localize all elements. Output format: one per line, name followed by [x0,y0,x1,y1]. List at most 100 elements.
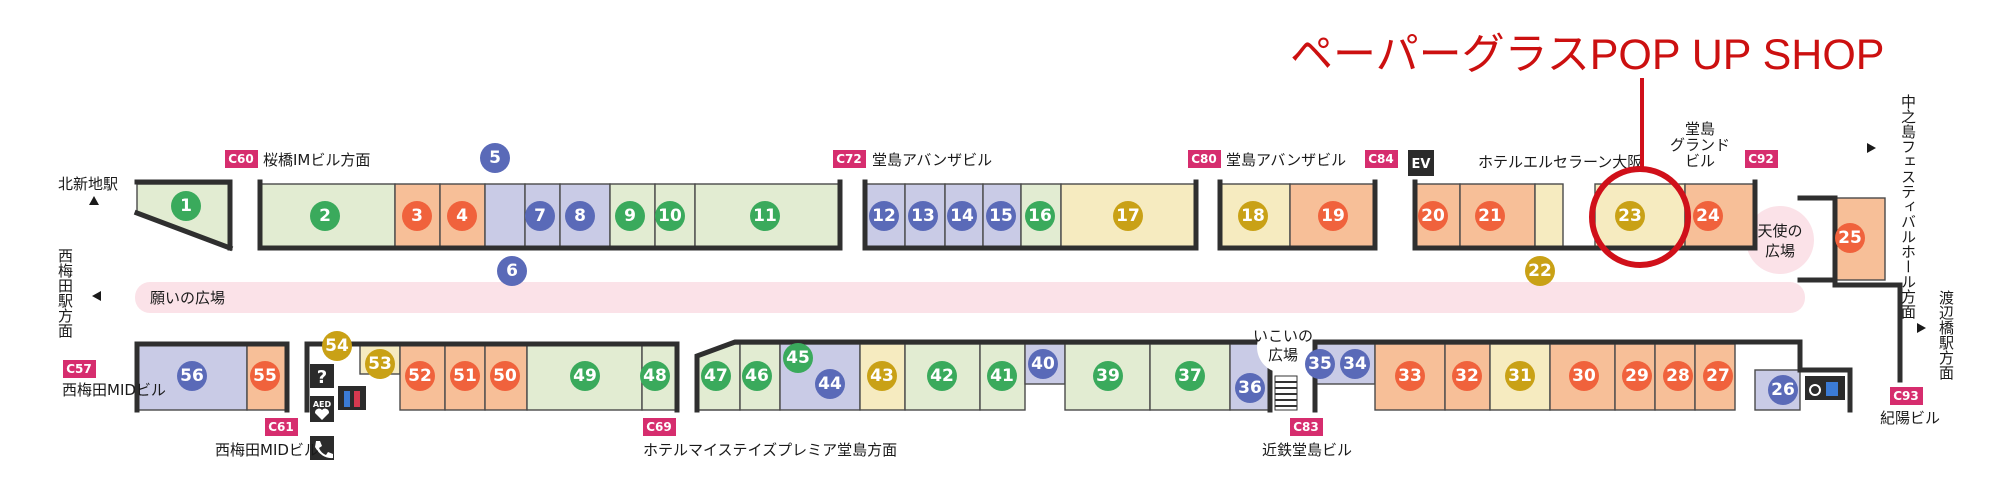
exit-badge[interactable] [1745,150,1778,168]
shop-27[interactable]: 27 [1703,361,1733,391]
shop-13[interactable]: 13 [908,201,938,231]
shop-40[interactable]: 40 [1028,349,1058,379]
shop-34[interactable]: 34 [1340,349,1370,379]
shop-52[interactable]: 52 [405,361,435,391]
shop-23[interactable]: 23 [1615,201,1645,231]
exit-badge[interactable] [643,418,676,436]
shop-1[interactable]: 1 [171,191,201,221]
shop-46-number: 46 [745,366,769,386]
shop-9[interactable]: 9 [615,201,645,231]
shop-49[interactable]: 49 [570,361,600,391]
shop-56[interactable]: 56 [177,361,207,391]
exit-badge[interactable] [1890,387,1923,405]
shop-41[interactable]: 41 [987,361,1017,391]
shop-44[interactable]: 44 [815,369,845,399]
shop-markers: 1 2 3 4 5 6 7 8 9 10 11 12 13 14 15 16 1… [171,143,1865,405]
shop-area-22[interactable] [1534,183,1564,248]
shop-12-marker [869,201,899,231]
shop-47[interactable]: 47 [701,361,731,391]
shop-54[interactable]: 54 [322,331,352,361]
shop-28[interactable]: 28 [1663,361,1693,391]
shop-10[interactable]: 10 [655,201,685,231]
shop-area-5-6[interactable] [484,183,526,248]
shop-53-number: 53 [368,354,392,374]
shop-32[interactable]: 32 [1452,361,1482,391]
shop-20[interactable]: 20 [1418,201,1448,231]
arrow-right-icon [1917,323,1926,333]
shop-15-number: 15 [989,206,1013,226]
shop-31[interactable]: 31 [1505,361,1535,391]
shop-46[interactable]: 46 [742,361,772,391]
shop-4[interactable]: 4 [447,201,477,231]
exit-label: 桜橋IMビル方面 [263,151,370,169]
shop-43-number: 43 [870,366,894,386]
shop-18[interactable]: 18 [1238,201,1268,231]
shop-2[interactable]: 2 [310,201,340,231]
exit-badge[interactable] [833,150,866,168]
shop-53[interactable]: 53 [365,349,395,379]
shop-39[interactable]: 39 [1093,361,1123,391]
shop-21[interactable]: 21 [1475,201,1505,231]
exit-code: C61 [268,420,294,434]
shop-10-number: 10 [658,206,682,226]
shop-26[interactable]: 26 [1768,375,1798,405]
shop-45[interactable]: 45 [783,343,813,373]
label-nishiumeda-dir: 西梅田駅方面 [56,248,74,338]
shop-20-marker [1418,201,1448,231]
shop-1-number: 1 [180,196,192,216]
exit-badge[interactable] [63,360,96,378]
exit-badge[interactable] [1188,150,1221,168]
shop-37[interactable]: 37 [1175,361,1205,391]
phone-handset-icon [315,441,333,459]
shop-24[interactable]: 24 [1693,201,1723,231]
shop-30[interactable]: 30 [1569,361,1599,391]
exit-badge[interactable] [265,418,298,436]
exit-code: C92 [1748,152,1774,166]
shop-5[interactable]: 5 [480,143,510,173]
exit-code: C60 [228,152,254,166]
shop-19[interactable]: 19 [1318,201,1348,231]
shop-12[interactable]: 12 [869,201,899,231]
shop-36[interactable]: 36 [1235,373,1265,403]
shop-6[interactable]: 6 [497,256,527,286]
label-kitashinchi: 北新地駅 [58,175,118,193]
shop-15[interactable]: 15 [986,201,1016,231]
shop-50-marker [490,361,520,391]
shop-16[interactable]: 16 [1025,201,1055,231]
highlight-ring [1589,166,1691,268]
plaza-tenshi-label-1: 天使の [1757,222,1802,240]
shop-7[interactable]: 7 [525,201,555,231]
shop-17[interactable]: 17 [1113,201,1143,231]
shop-29[interactable]: 29 [1622,361,1652,391]
shop-8[interactable]: 8 [565,201,595,231]
shop-18-number: 18 [1241,206,1265,226]
shop-14[interactable]: 14 [947,201,977,231]
shop-8-number: 8 [574,206,586,226]
shop-3[interactable]: 3 [402,201,432,231]
shop-35[interactable]: 35 [1305,349,1335,379]
exit-badge[interactable] [1290,418,1323,436]
label-dojima-grand-2: グランド [1670,136,1730,154]
shop-51[interactable]: 51 [450,361,480,391]
shop-55[interactable]: 55 [250,361,280,391]
shop-45-number: 45 [786,348,810,368]
shop-24-marker [1693,201,1723,231]
shop-48[interactable]: 48 [640,361,670,391]
shop-5-marker [480,143,510,173]
shop-33[interactable]: 33 [1395,361,1425,391]
shop-25[interactable]: 25 [1835,223,1865,253]
shop-55-number: 55 [253,366,277,386]
shop-2-number: 2 [319,206,331,226]
exit-badge[interactable] [225,150,258,168]
shop-31-number: 31 [1508,366,1532,386]
shop-49-number: 49 [573,366,597,386]
shop-22[interactable]: 22 [1525,256,1555,286]
shop-50[interactable]: 50 [490,361,520,391]
shop-56-number: 56 [180,366,204,386]
shop-42[interactable]: 42 [927,361,957,391]
shop-11[interactable]: 11 [750,201,780,231]
exit-badge[interactable] [1365,150,1398,168]
shop-47-number: 47 [704,366,728,386]
ev-icon [1408,150,1434,176]
shop-43[interactable]: 43 [867,361,897,391]
